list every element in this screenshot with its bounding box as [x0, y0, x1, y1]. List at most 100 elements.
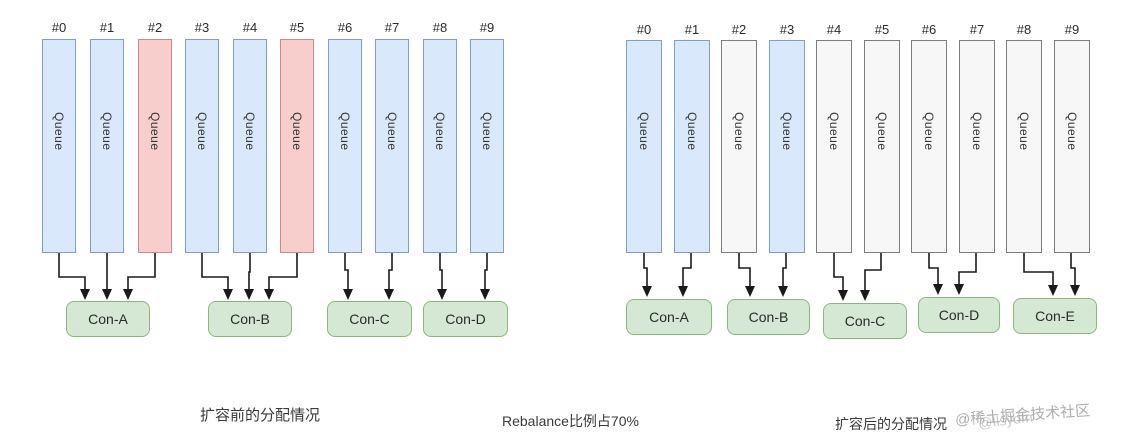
queue-bar-label: Queue — [148, 111, 162, 151]
arrowhead-before-scaling-1 — [102, 289, 112, 300]
arrow-before-scaling-9 — [484, 253, 488, 291]
queue-bar-before-scaling-0: Queue — [42, 39, 76, 253]
arrow-after-scaling-6 — [928, 253, 939, 286]
arrowhead-before-scaling-6 — [343, 289, 353, 300]
queue-bar-after-scaling-3: Queue — [769, 40, 805, 253]
arrowhead-before-scaling-0 — [80, 289, 90, 300]
queue-number-after-scaling-6: #6 — [921, 22, 937, 37]
queue-number-before-scaling-6: #6 — [337, 20, 353, 35]
queue-bar-label: Queue — [290, 111, 304, 151]
arrow-after-scaling-5 — [864, 253, 882, 292]
consumer-box-before-scaling-con-c: Con-C — [327, 301, 412, 337]
arrow-before-scaling-2 — [127, 253, 156, 291]
queue-bar-before-scaling-1: Queue — [90, 39, 124, 253]
queue-bar-before-scaling-8: Queue — [423, 39, 457, 253]
arrow-before-scaling-5 — [268, 253, 298, 291]
arrow-after-scaling-2 — [738, 253, 751, 288]
arrowhead-after-scaling-2 — [745, 286, 755, 297]
consumer-box-after-scaling-con-d: Con-D — [918, 297, 1000, 333]
arrowhead-after-scaling-4 — [838, 290, 848, 301]
queue-number-before-scaling-7: #7 — [384, 20, 400, 35]
arrow-before-scaling-0 — [58, 253, 86, 291]
queue-number-before-scaling-5: #5 — [289, 20, 305, 35]
queue-bar-label: Queue — [922, 112, 936, 151]
queue-number-after-scaling-5: #5 — [874, 22, 890, 37]
queue-number-before-scaling-0: #0 — [51, 20, 67, 35]
queue-number-after-scaling-0: #0 — [636, 22, 652, 37]
arrowhead-after-scaling-6 — [933, 284, 943, 295]
queue-bar-before-scaling-4: Queue — [233, 39, 267, 253]
arrowhead-before-scaling-3 — [223, 289, 233, 300]
arrowhead-before-scaling-8 — [437, 289, 447, 300]
queue-bar-label: Queue — [433, 111, 447, 151]
arrow-before-scaling-7 — [388, 253, 393, 291]
queue-bar-label: Queue — [780, 112, 794, 151]
arrowhead-after-scaling-0 — [642, 286, 652, 297]
caption-after-scaling: 扩容后的分配情况 — [835, 416, 947, 432]
arrow-after-scaling-8 — [1023, 253, 1054, 287]
consumer-box-after-scaling-con-e: Con-E — [1013, 298, 1097, 334]
queue-bar-label: Queue — [875, 112, 889, 151]
queue-number-before-scaling-2: #2 — [147, 20, 163, 35]
queue-bar-after-scaling-7: Queue — [959, 40, 995, 253]
queue-bar-after-scaling-4: Queue — [816, 40, 852, 253]
arrowhead-after-scaling-9 — [1070, 285, 1080, 296]
queue-number-after-scaling-9: #9 — [1064, 22, 1080, 37]
arrowhead-before-scaling-5 — [264, 289, 274, 300]
queue-bar-after-scaling-9: Queue — [1054, 40, 1090, 253]
queue-bar-after-scaling-6: Queue — [911, 40, 947, 253]
queue-bar-label: Queue — [732, 112, 746, 151]
arrow-after-scaling-1 — [682, 253, 692, 288]
queue-bar-label: Queue — [480, 111, 494, 151]
consumer-box-after-scaling-con-a: Con-A — [626, 299, 712, 335]
queue-bar-label: Queue — [243, 111, 257, 151]
arrow-after-scaling-3 — [782, 253, 787, 288]
arrowhead-before-scaling-4 — [244, 289, 254, 300]
queue-bar-label: Queue — [970, 112, 984, 151]
arrow-after-scaling-9 — [1070, 253, 1076, 287]
arrow-after-scaling-4 — [833, 253, 844, 292]
queue-bar-label: Queue — [1065, 112, 1079, 151]
queue-bar-after-scaling-5: Queue — [864, 40, 900, 253]
queue-number-before-scaling-4: #4 — [242, 20, 258, 35]
queue-bar-after-scaling-0: Queue — [626, 40, 662, 253]
queue-number-after-scaling-1: #1 — [684, 22, 700, 37]
queue-bar-before-scaling-5: Queue — [280, 39, 314, 253]
queue-number-after-scaling-4: #4 — [826, 22, 842, 37]
queue-bar-after-scaling-2: Queue — [721, 40, 757, 253]
arrow-before-scaling-4 — [248, 253, 251, 291]
queue-number-before-scaling-3: #3 — [194, 20, 210, 35]
queue-number-after-scaling-7: #7 — [969, 22, 985, 37]
queue-bar-after-scaling-1: Queue — [674, 40, 710, 253]
arrow-before-scaling-3 — [201, 253, 229, 291]
queue-bar-label: Queue — [1017, 112, 1031, 151]
queue-number-before-scaling-1: #1 — [99, 20, 115, 35]
queue-bar-label: Queue — [827, 112, 841, 151]
arrowhead-after-scaling-7 — [954, 284, 964, 295]
queue-bar-label: Queue — [195, 111, 209, 151]
queue-bar-label: Queue — [685, 112, 699, 151]
consumer-box-before-scaling-con-d: Con-D — [423, 301, 508, 337]
queue-bar-before-scaling-9: Queue — [470, 39, 504, 253]
arrowhead-after-scaling-5 — [860, 290, 870, 301]
queue-number-after-scaling-8: #8 — [1016, 22, 1032, 37]
caption-rebalance-ratio: Rebalance比例占70% — [502, 413, 639, 429]
arrowhead-before-scaling-9 — [480, 289, 490, 300]
queue-bar-before-scaling-2: Queue — [138, 39, 172, 253]
arrowhead-after-scaling-8 — [1048, 285, 1058, 296]
arrowhead-after-scaling-1 — [678, 286, 688, 297]
consumer-box-before-scaling-con-a: Con-A — [66, 301, 150, 337]
queue-bar-before-scaling-6: Queue — [328, 39, 362, 253]
queue-bar-label: Queue — [338, 111, 352, 151]
arrowhead-before-scaling-7 — [384, 289, 394, 300]
queue-number-after-scaling-2: #2 — [731, 22, 747, 37]
arrow-before-scaling-8 — [439, 253, 443, 291]
consumer-box-after-scaling-con-b: Con-B — [727, 299, 810, 335]
arrowhead-before-scaling-2 — [123, 289, 133, 300]
queue-number-before-scaling-8: #8 — [432, 20, 448, 35]
queue-bar-before-scaling-7: Queue — [375, 39, 409, 253]
queue-bar-before-scaling-3: Queue — [185, 39, 219, 253]
queue-bar-label: Queue — [52, 111, 66, 151]
caption-before-scaling: 扩容前的分配情况 — [200, 407, 321, 424]
